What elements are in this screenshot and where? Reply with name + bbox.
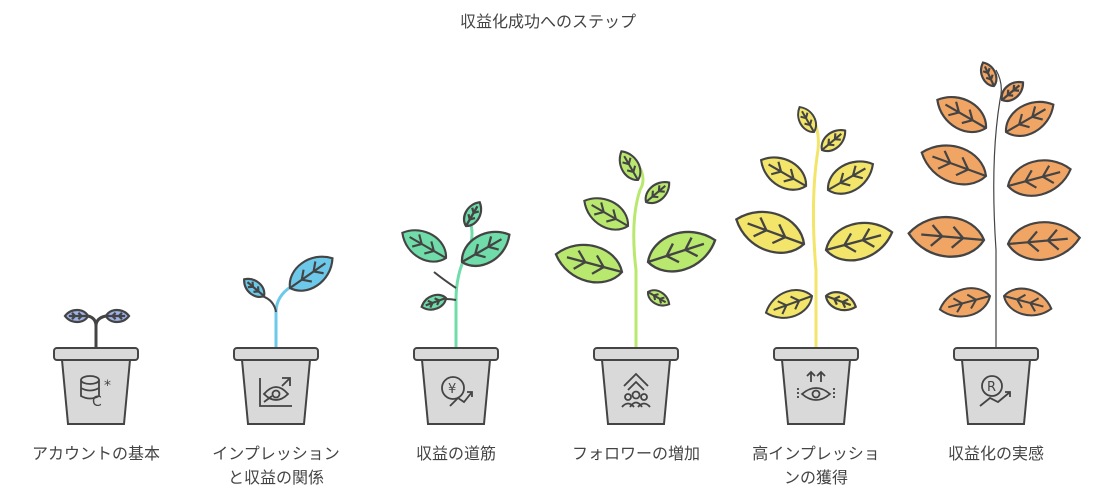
plant-3: ¥ [394,197,518,425]
leaf [643,285,674,311]
leaf [576,188,636,239]
pot [53,347,139,425]
step-label-2: インプレッション と収益の関係 [212,444,340,487]
leaf [639,175,676,210]
leaf [281,246,342,301]
leaf [63,308,90,324]
yen-growth-icon: ¥ [441,376,473,407]
pot [593,347,679,425]
leaf [905,212,987,261]
r-growth-icon: R [979,375,1011,407]
diagram-title: 収益化成功へのステップ [459,12,636,31]
plant-5 [728,102,898,425]
plant-6: R [905,58,1083,425]
leaf [996,75,1029,107]
leaf [914,134,994,194]
leaf [104,308,131,324]
plant-2 [233,246,342,425]
leaf [238,273,270,303]
pot [233,347,319,425]
eye-chart-icon [259,377,292,407]
leaf [1005,217,1083,264]
svg-text:¥: ¥ [448,382,456,397]
svg-text:R: R [987,380,996,395]
people-up-icon [621,372,651,408]
leaf [935,281,995,324]
pot [953,347,1039,425]
plant-1: C * [53,308,139,425]
leaf [1002,151,1077,204]
leaf [792,102,822,137]
leaf [612,145,647,186]
leaf [820,213,898,269]
step-label-4: フォロワーの増加 [571,444,700,463]
pot [773,347,859,425]
step-label-6: 収益化の実感 [947,444,1044,463]
pot [413,347,499,425]
leaf [997,91,1062,146]
leaf [820,151,881,203]
leaf [458,197,487,231]
eye-arrows-icon [797,370,835,401]
leaf [453,221,518,276]
svg-text:C: C [92,394,102,410]
leaf [822,287,860,316]
leaf [928,86,995,142]
plant-4 [550,145,722,425]
leaf [753,147,814,199]
leaf [760,282,818,326]
database-c-icon: C * [80,375,111,410]
step-label-1: アカウントの基本 [31,444,160,463]
step-label-3: 収益の道筋 [415,444,496,463]
svg-text:*: * [104,378,111,394]
leaf [641,221,722,281]
leaf [975,58,1002,90]
leaf [550,235,628,291]
step-label-5: 高インプレッショ ンの獲得 [752,444,880,487]
leaf [999,282,1056,323]
leaf [815,123,852,158]
leaf [394,220,454,271]
leaf [728,200,812,263]
leaf [418,290,450,315]
